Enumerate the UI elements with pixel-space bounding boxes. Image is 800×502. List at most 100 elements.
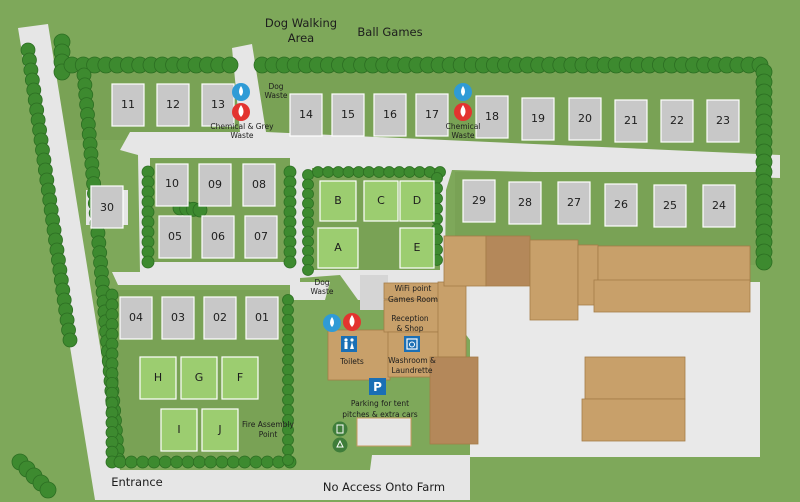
games-room-label: Games Room (388, 295, 438, 304)
hedge-tree (362, 166, 375, 178)
pitch-11[interactable] (111, 83, 145, 127)
pitch-28[interactable] (508, 181, 542, 225)
pitch-10-label: 10 (165, 177, 179, 190)
chemical-grey-waste-label-2: Waste (231, 131, 254, 140)
parking-label: Parking for tent (351, 399, 409, 408)
tent-pitch-d[interactable] (399, 180, 435, 222)
pitch-16-label: 16 (383, 108, 397, 121)
hedge-tree (282, 404, 294, 416)
pitch-08[interactable] (242, 163, 276, 207)
dog-waste-mid-label-2: Waste (311, 287, 334, 296)
pitch-21[interactable] (614, 99, 648, 143)
pitch-12[interactable] (156, 83, 190, 127)
pitch-25[interactable] (653, 184, 687, 228)
parking-icon: P (369, 378, 386, 395)
pitch-10[interactable] (155, 163, 189, 207)
pitch-26[interactable] (604, 183, 638, 227)
toilets-building (327, 329, 391, 381)
chemical-waste-label-2: Waste (452, 131, 475, 140)
pitch-19[interactable] (521, 97, 555, 141)
pitch-17-label: 17 (425, 108, 439, 121)
shop-label: & Shop (396, 324, 423, 333)
tent-pitch-h[interactable] (139, 356, 177, 400)
chemical-waste-label: Chemical (446, 122, 481, 131)
pitch-20[interactable] (568, 97, 602, 141)
tent-pitch-c[interactable] (363, 180, 399, 222)
pitch-18[interactable] (475, 95, 509, 139)
tent-pitch-i[interactable] (160, 408, 198, 452)
laundrette-label: Laundrette (391, 366, 432, 375)
fire-assembly-point-label: Point (259, 430, 278, 439)
hedge-tree (204, 455, 218, 469)
pitch-14-label: 14 (299, 108, 313, 121)
pitch-13[interactable] (201, 83, 235, 127)
hedge-tree (39, 481, 57, 499)
pitch-26-label: 26 (614, 198, 628, 211)
pitch-02-label: 02 (213, 311, 227, 324)
hedge-tree (373, 166, 385, 178)
hedge-tree (282, 334, 294, 346)
pitch-16[interactable] (373, 93, 407, 137)
pitch-12-label: 12 (166, 98, 180, 111)
tent-pitch-f[interactable] (221, 356, 259, 400)
pitch-20-label: 20 (578, 112, 592, 125)
hedge-tree (215, 455, 229, 469)
water-icon (323, 314, 341, 332)
hedge-tree (282, 354, 294, 366)
tent-pitch-a[interactable] (317, 227, 359, 269)
pitch-06[interactable] (201, 215, 235, 259)
pitch-29[interactable] (462, 179, 496, 223)
hedge-tree (282, 344, 294, 356)
hedge-tree (136, 455, 150, 469)
pitch-07[interactable] (244, 215, 278, 259)
pitch-30[interactable] (90, 185, 124, 229)
tent-a-label: A (334, 241, 342, 254)
pitch-04-label: 04 (129, 311, 143, 324)
pitch-22[interactable] (660, 99, 694, 143)
hedge-tree (413, 166, 426, 178)
hedge-tree (62, 332, 78, 348)
hedge-tree (124, 455, 138, 469)
pitch-15[interactable] (331, 93, 365, 137)
pitch-08-label: 08 (252, 178, 266, 191)
hedge-tree (282, 444, 294, 456)
pitch-02[interactable] (203, 296, 237, 340)
pitch-04[interactable] (119, 296, 153, 340)
hedge-tree (302, 264, 314, 276)
hedge-tree (249, 455, 263, 469)
farm-barn-6 (593, 279, 751, 313)
laundry-icon (404, 336, 420, 352)
farm-shed-1 (584, 356, 686, 400)
pitch-03[interactable] (161, 296, 195, 340)
pitch-24[interactable] (702, 184, 736, 228)
tent-pitch-b[interactable] (319, 180, 357, 222)
hedge-tree (113, 455, 127, 469)
reception-label: Reception (391, 314, 429, 323)
map-icons: P (232, 83, 472, 453)
hedge-tree (192, 455, 206, 469)
pitch-27[interactable] (557, 181, 591, 225)
tent-pitch-e[interactable] (399, 227, 435, 269)
parking-label-2: pitches & extra cars (342, 410, 418, 419)
pitch-11-label: 11 (121, 98, 135, 111)
chemical-waste-icon (343, 313, 361, 331)
hedge-tree (755, 253, 773, 271)
pitch-14[interactable] (289, 93, 323, 137)
hedge-tree (282, 374, 294, 386)
hedge-tree (403, 166, 416, 178)
pitch-17[interactable] (415, 93, 449, 137)
tent-pitch-g[interactable] (180, 356, 218, 400)
toilets-label: Toilets (339, 357, 364, 366)
pitch-09[interactable] (198, 163, 232, 207)
pitch-23[interactable] (706, 99, 740, 143)
pitch-29-label: 29 (472, 194, 486, 207)
pitch-21-label: 21 (624, 114, 638, 127)
tent-pitch-j[interactable] (201, 408, 239, 452)
fire-assembly-label: Fire Assembly (242, 420, 294, 429)
pitch-22-label: 22 (670, 114, 684, 127)
pitch-01[interactable] (245, 296, 279, 340)
hedge-tree (147, 455, 161, 469)
pitch-05[interactable] (158, 215, 192, 259)
dog-walking-label: Dog Walking (265, 16, 337, 30)
